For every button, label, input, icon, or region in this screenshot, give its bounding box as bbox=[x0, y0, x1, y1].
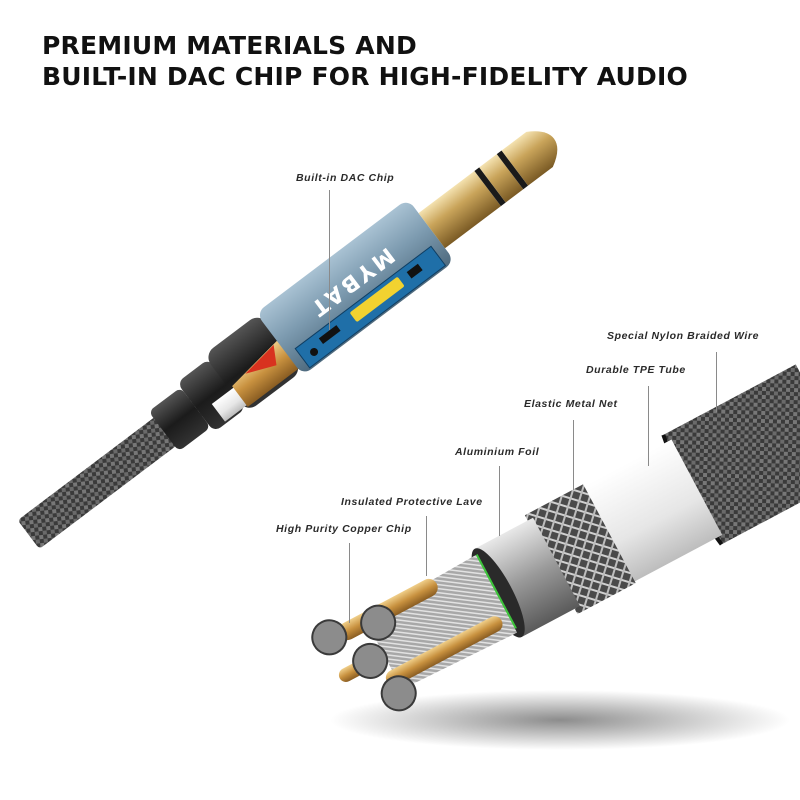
gold-plug-ring bbox=[479, 154, 524, 203]
boot-segment bbox=[150, 389, 209, 450]
metal-net-layer bbox=[524, 484, 636, 615]
plug-insulator-ring bbox=[496, 150, 529, 190]
pcb-component bbox=[318, 325, 341, 344]
leader-line-foil bbox=[499, 466, 500, 536]
copper-core bbox=[385, 616, 503, 686]
leader-line-metal-net bbox=[573, 420, 574, 490]
gold-plug-sleeve bbox=[418, 171, 501, 249]
pcb-component bbox=[406, 263, 423, 279]
headline: PREMIUM MATERIALS AND BUILT-IN DAC CHIP … bbox=[42, 30, 688, 92]
nylon-braid-layer bbox=[663, 364, 800, 545]
strand-end bbox=[311, 619, 348, 656]
callout-aluminium-foil: Aluminium Foil bbox=[455, 446, 540, 458]
red-wire bbox=[245, 344, 277, 374]
plug-insulator-ring bbox=[474, 167, 506, 207]
callout-elastic-metal-net: Elastic Metal Net bbox=[524, 398, 618, 410]
dac-chip bbox=[350, 277, 404, 322]
leader-line-tpe bbox=[648, 386, 649, 466]
leader-line-dac bbox=[329, 190, 330, 330]
connector-shell bbox=[259, 202, 451, 372]
strand-end bbox=[360, 604, 397, 641]
leader-line-nylon bbox=[716, 352, 717, 412]
callout-insulated-protective-lave: Insulated Protective Lave bbox=[341, 496, 483, 508]
cable-shadow bbox=[330, 690, 790, 750]
braided-cable-upper bbox=[19, 395, 206, 548]
headline-line-2: BUILT-IN DAC CHIP FOR HIGH-FIDELITY AUDI… bbox=[42, 62, 688, 91]
headline-line-1: PREMIUM MATERIALS AND bbox=[42, 31, 417, 60]
strand-end bbox=[380, 675, 417, 712]
strand-end bbox=[352, 642, 389, 679]
gold-plug-tip bbox=[501, 131, 558, 186]
aluminium-foil-layer bbox=[474, 517, 580, 638]
cable-cross-section bbox=[311, 364, 800, 712]
callout-high-purity-copper-chip: High Purity Copper Chip bbox=[276, 523, 412, 535]
silver-strand-bundle bbox=[364, 554, 518, 690]
audio-jack-assembly: MYBAT bbox=[19, 131, 558, 548]
pcb-component bbox=[310, 347, 319, 356]
leader-line-copper bbox=[349, 543, 350, 623]
callout-built-in-dac-chip: Built-in DAC Chip bbox=[296, 172, 395, 184]
callout-tpe-tube: Durable TPE Tube bbox=[586, 364, 686, 376]
callout-nylon-braided-wire: Special Nylon Braided Wire bbox=[607, 330, 760, 342]
leader-line-lave bbox=[426, 516, 427, 576]
